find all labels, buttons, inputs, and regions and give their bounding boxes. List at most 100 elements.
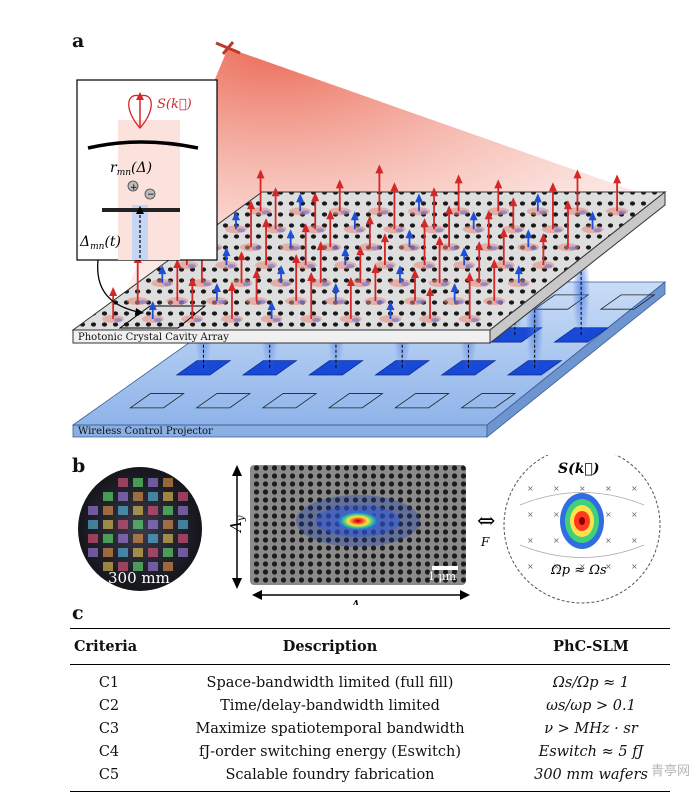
- far-field-mark: ×: [553, 510, 560, 519]
- minus-charge-icon: [144, 188, 156, 200]
- table-row: C2 Time/delay-bandwidth limited ωs/ωp > …: [70, 695, 670, 718]
- cavity-field-lobe: [431, 317, 440, 322]
- arrowhead: [365, 215, 374, 225]
- cavity-field-lobe: [593, 228, 602, 233]
- table-header-row: Criteria Description PhC-SLM: [70, 628, 670, 665]
- arrowhead: [386, 300, 395, 310]
- wafer-die: [163, 506, 173, 515]
- arrowhead: [326, 210, 335, 220]
- inset-cavity-diagram: S(k⃗) rmn(Δ) + − Δmn(t): [76, 79, 218, 261]
- cavity-field-lobe: [568, 246, 577, 251]
- cavity-field-lobe: [202, 282, 211, 287]
- cavity-field-lobe: [361, 282, 370, 287]
- arrowhead: [460, 247, 469, 257]
- cavity-field-lobe: [370, 246, 379, 251]
- cavity-field-lobe: [316, 228, 325, 233]
- cavity-field-lobe: [276, 228, 285, 233]
- wafer-die: [118, 506, 128, 515]
- cavity-field-lobe: [553, 228, 562, 233]
- cavity-field-lobe: [306, 264, 315, 269]
- projector-pixel: [394, 393, 450, 409]
- far-field-mark: ×: [605, 562, 612, 571]
- inset-connector: [97, 259, 139, 313]
- cavity-field-lobe: [578, 210, 587, 215]
- wafer-die: [148, 520, 158, 529]
- cavity-field-lobe: [455, 300, 464, 305]
- criteria-cell: C2: [98, 698, 120, 714]
- cavity-field-lobe: [163, 282, 172, 287]
- scale-label: 1 μm: [428, 570, 457, 583]
- cavity-field-lobe: [138, 300, 147, 305]
- wafer-die: [163, 492, 173, 501]
- panel-b-illustration: 300 mm 1 μm Λy Λx ⇔ F ××××××××××××××××××…: [78, 455, 661, 605]
- top-slab-label: Photonic Crystal Cavity Array: [78, 332, 229, 343]
- value-cell: Eswitch ≈ 5 fJ: [538, 744, 644, 760]
- projector-pixel: [327, 393, 384, 409]
- cavity-field-lobe: [395, 228, 404, 233]
- cavity-field-lobe: [380, 210, 389, 215]
- criteria-cell: C4: [98, 744, 120, 760]
- arrowhead: [395, 265, 404, 275]
- description-cell: Time/delay-bandwidth limited: [220, 698, 440, 714]
- table-row: C4 fJ-order switching energy (Eswitch) E…: [70, 741, 670, 764]
- cavity-mode: [336, 511, 380, 531]
- wafer-die: [133, 506, 143, 515]
- description-cell: Space-bandwidth limited (full fill): [206, 675, 454, 691]
- arrowhead: [311, 192, 320, 202]
- description-cell: Maximize spatiotemporal bandwidth: [195, 721, 465, 737]
- wafer-die: [148, 562, 158, 571]
- scale-bar: [432, 566, 458, 570]
- cavity-field-lobe: [291, 246, 300, 251]
- wafer-die: [148, 534, 158, 543]
- wafer-die: [103, 506, 113, 515]
- cavity-field-lobe: [340, 210, 349, 215]
- arrowhead: [267, 300, 276, 310]
- cavity-field-lobe: [435, 228, 444, 233]
- far-field-mark: ×: [631, 536, 638, 545]
- cavity-field-lobe: [376, 300, 385, 305]
- cavity-field-lobe: [336, 300, 345, 305]
- wafer-die: [133, 548, 143, 557]
- cavity-field-lobe: [232, 317, 241, 322]
- wafer-die: [118, 520, 128, 529]
- cavity-field-lobe: [267, 264, 276, 269]
- cavity-field-lobe: [489, 246, 498, 251]
- far-field-mark: ×: [527, 536, 534, 545]
- far-field-mark: ×: [605, 484, 612, 493]
- far-field-mark: ×: [553, 562, 560, 571]
- arrowhead: [148, 300, 157, 310]
- far-field-mark: ×: [579, 562, 586, 571]
- cavity-field-lobe: [504, 264, 513, 269]
- far-field-grid-marks: ××××××××××××××××××: [527, 484, 638, 571]
- wafer-die: [148, 506, 158, 515]
- cavity-field-lobe: [153, 317, 162, 322]
- wafer-die: [133, 562, 143, 571]
- description-cell: Scalable foundry fabrication: [148, 764, 512, 792]
- far-field-mark: ×: [527, 510, 534, 519]
- cavity-field-lobe: [187, 264, 196, 269]
- wafer-die: [178, 520, 188, 529]
- cavity-field-lobe: [499, 210, 508, 215]
- table-row: C3 Maximize spatiotemporal bandwidth ν >…: [70, 718, 670, 741]
- arrowhead: [588, 211, 597, 221]
- wafer-die: [103, 520, 113, 529]
- cavity-field-lobe: [312, 317, 321, 322]
- cavity-field-lobe: [514, 228, 523, 233]
- arrowhead: [539, 233, 548, 243]
- arrowhead: [286, 229, 295, 239]
- wafer-die: [133, 478, 143, 487]
- arrowhead: [548, 182, 557, 192]
- arrowhead: [277, 265, 286, 275]
- cavity-field-lobe: [261, 210, 270, 215]
- arrowhead: [426, 286, 435, 296]
- arrowhead: [158, 265, 167, 275]
- arrowhead: [450, 283, 459, 293]
- arrowhead: [350, 211, 359, 221]
- inset-s-label: S(k⃗): [157, 97, 192, 112]
- cavity-field-lobe: [178, 300, 187, 305]
- fourier-sub: F: [480, 535, 490, 549]
- wafer-die: [133, 492, 143, 501]
- wafer-die: [163, 548, 173, 557]
- cavity-field-lobe: [544, 264, 553, 269]
- wafer-die: [178, 548, 188, 557]
